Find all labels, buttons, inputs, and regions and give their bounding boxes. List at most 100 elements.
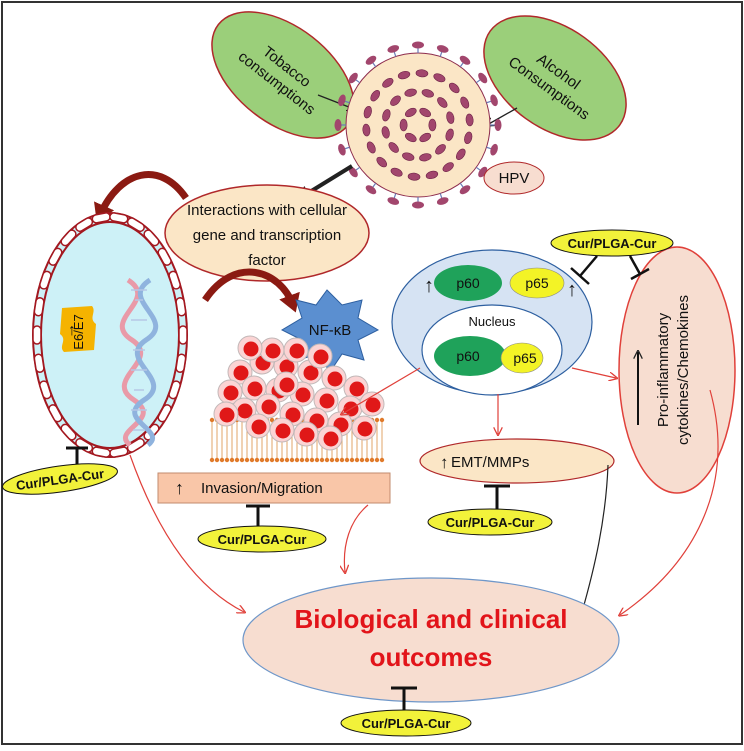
red-connector-arrows bbox=[129, 367, 719, 615]
invasion-up-arrow: ↑ bbox=[175, 478, 184, 498]
lipid-head bbox=[309, 457, 315, 463]
tumor-cell-nucleus bbox=[327, 371, 343, 387]
capsomere bbox=[412, 41, 424, 49]
capsomere bbox=[459, 55, 471, 65]
nucleus-complex: Nucleus p60 p65 ↑ ↑ p60 p65 bbox=[391, 249, 593, 396]
lipid-head bbox=[334, 457, 340, 463]
lipid-head bbox=[359, 457, 365, 463]
capsomere bbox=[405, 132, 417, 143]
capsomere bbox=[433, 73, 446, 83]
tumor-cell-nucleus bbox=[233, 365, 249, 381]
capsomere bbox=[419, 107, 431, 118]
lipid-head bbox=[369, 457, 375, 463]
p65-up-arrow: ↑ bbox=[567, 279, 577, 301]
capsomere bbox=[365, 185, 377, 195]
capsomere bbox=[407, 172, 421, 181]
lipid-head bbox=[374, 417, 380, 423]
lipid-head bbox=[379, 457, 385, 463]
membrane-segment bbox=[39, 270, 52, 290]
membrane-segment bbox=[33, 353, 45, 373]
lipid-head bbox=[214, 457, 220, 463]
membrane-segment bbox=[168, 380, 181, 400]
capsomere bbox=[363, 105, 372, 119]
nfkb-label: NF-κB bbox=[309, 322, 352, 339]
lipid-head bbox=[374, 457, 380, 463]
membrane-segment bbox=[48, 247, 63, 266]
lipid-head bbox=[299, 457, 305, 463]
cur-label-outcomes: Cur/PLGA-Cur bbox=[362, 716, 451, 731]
capsomere bbox=[399, 118, 408, 132]
outcomes-node: Biological and clinical outcomes bbox=[242, 577, 620, 703]
tobacco-node: Tobacco consumptions bbox=[211, 11, 355, 139]
p65-top-label: p65 bbox=[525, 275, 549, 291]
emt-node: ↑ EMT/MMPs bbox=[419, 438, 615, 484]
capsomere bbox=[348, 166, 358, 178]
tumor-cell-nucleus bbox=[365, 397, 381, 413]
membrane-segment bbox=[143, 229, 160, 247]
capsomere bbox=[445, 128, 454, 141]
emt-to-outcomes-arrow bbox=[582, 464, 609, 612]
tumor-cell-nucleus bbox=[349, 381, 365, 397]
tumor-cell-nucleus bbox=[279, 359, 295, 375]
cur-label-emt: Cur/PLGA-Cur bbox=[446, 515, 535, 530]
capsomere bbox=[387, 197, 400, 205]
tumor-cell-nucleus bbox=[289, 343, 305, 359]
capsomere bbox=[415, 69, 429, 78]
tumor-cell-nucleus bbox=[261, 399, 277, 415]
tumor-cell-nucleus bbox=[237, 403, 253, 419]
alcohol-to-hpv-arrow bbox=[487, 107, 518, 125]
capsomere bbox=[366, 141, 376, 154]
lipid-head bbox=[294, 457, 300, 463]
lipid-head bbox=[379, 417, 385, 423]
capsomere bbox=[460, 96, 470, 109]
membrane-segment bbox=[157, 247, 172, 266]
lipid-head bbox=[319, 457, 325, 463]
hpv-label: HPV bbox=[499, 170, 530, 187]
invasion-label: Invasion/Migration bbox=[201, 480, 323, 497]
capsomere bbox=[436, 45, 449, 53]
tumor-cell-nucleus bbox=[251, 419, 267, 435]
membrane-segment bbox=[48, 404, 63, 423]
capsomere bbox=[412, 201, 424, 209]
capsomere bbox=[397, 70, 411, 80]
capsomere bbox=[436, 197, 449, 205]
tumor-cell-nucleus bbox=[299, 427, 315, 443]
p65-bottom-label: p65 bbox=[513, 350, 537, 366]
capsomere bbox=[405, 107, 417, 118]
cur-badge-emt: Cur/PLGA-Cur bbox=[427, 508, 553, 536]
capsomere bbox=[478, 72, 488, 84]
p65-bottom-shape bbox=[500, 342, 544, 374]
cytokines-label-2: cytokines/Chemokines bbox=[675, 295, 692, 445]
tumor-cell-nucleus bbox=[275, 423, 291, 439]
capsomere bbox=[421, 89, 434, 98]
inhibit-cytokines-stem bbox=[628, 255, 642, 275]
p65-top-shape bbox=[509, 267, 565, 299]
dna-helix-icon bbox=[119, 277, 159, 447]
inhibit-nucleus-stem bbox=[579, 255, 598, 277]
capsomere bbox=[388, 142, 399, 153]
lipid-head bbox=[304, 457, 310, 463]
tumor-cell-nucleus bbox=[279, 377, 295, 393]
interactions-label-2: gene and transcription bbox=[193, 227, 341, 244]
lipid-head bbox=[289, 457, 295, 463]
lipid-head bbox=[249, 457, 255, 463]
membrane-segment bbox=[39, 380, 52, 400]
lipid-head bbox=[269, 417, 275, 423]
capsomere bbox=[338, 143, 346, 156]
capsomere bbox=[455, 148, 466, 160]
e6e7-badge: E6/E7 ↑ bbox=[60, 306, 96, 352]
interactions-to-cell-curved-arrow bbox=[94, 171, 189, 223]
capsomere bbox=[381, 126, 390, 139]
membrane-segment bbox=[32, 325, 42, 345]
capsomere bbox=[387, 45, 400, 53]
cytokines-label-1: Pro-inflammatory bbox=[655, 312, 672, 427]
tumor-cell-nucleus bbox=[303, 365, 319, 381]
tumor-cell-nucleus bbox=[319, 393, 335, 409]
lipid-head bbox=[209, 457, 215, 463]
capsomere bbox=[490, 143, 498, 156]
capsomere bbox=[348, 72, 358, 84]
tumor-cell-nucleus bbox=[247, 381, 263, 397]
p60-up-arrow: ↑ bbox=[424, 275, 434, 297]
lipid-head bbox=[279, 457, 285, 463]
p60-bottom-shape bbox=[434, 336, 506, 376]
